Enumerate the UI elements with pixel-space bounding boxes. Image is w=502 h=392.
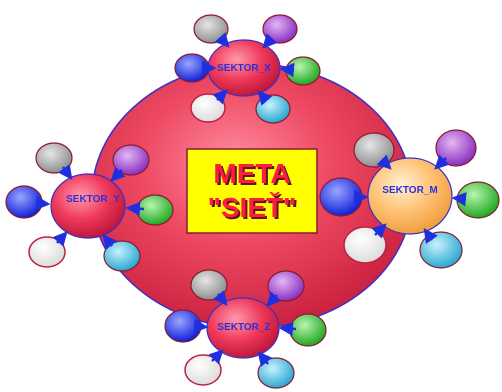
meta-network-label-box: META META "SIEŤ" "SIEŤ" [186, 148, 318, 234]
sector-x-node-green [285, 56, 321, 86]
sector-y-group: SEKTOR_Y [5, 142, 174, 272]
sector-z-link-purple [266, 291, 282, 307]
sector-z-link-white [208, 349, 224, 365]
sector-m-node-gray [353, 132, 395, 168]
sector-y-hub [50, 173, 126, 239]
sector-m-link-purple [434, 154, 450, 170]
sector-z-label: SEKTOR_Z [217, 322, 270, 333]
sector-x-link-purple [262, 33, 278, 49]
sector-y-node-gray [35, 142, 73, 174]
sector-z-node-white [184, 354, 222, 386]
sector-x-node-cyan [255, 94, 291, 124]
sector-m-link-white [371, 223, 387, 239]
label-shadow-line1: META [215, 160, 292, 191]
sector-y-link-blue [35, 195, 51, 211]
sector-m-link-cyan [423, 228, 438, 244]
sector-z-group: SEKTOR_Z [164, 269, 327, 389]
sector-x-group: SEKTOR_X [174, 14, 321, 124]
sector-m-link-green [451, 192, 467, 207]
sector-x-link-gray [214, 32, 230, 48]
sector-y-link-gray [58, 164, 73, 180]
sector-m-node-cyan [419, 231, 463, 269]
sector-y-node-purple [112, 144, 150, 176]
sector-z-link-cyan [257, 351, 273, 367]
sector-x-node-purple [262, 14, 298, 44]
label-line2: "SIEŤ" [208, 192, 297, 223]
sector-y-link-cyan [102, 234, 118, 250]
sector-m-label: SEKTOR_M [382, 185, 437, 196]
sector-x-label: SEKTOR_X [217, 63, 271, 74]
label-line1: META [213, 158, 290, 189]
sector-m-hub [367, 157, 453, 235]
sector-m-group: SEKTOR_M [319, 129, 500, 269]
sector-y-node-cyan [103, 240, 141, 272]
sector-z-link-green [278, 321, 297, 336]
sector-z-node-gray [190, 269, 228, 301]
sector-y-label: SEKTOR_Y [66, 194, 120, 205]
sector-m-node-white [343, 226, 387, 264]
label-box-background [186, 148, 318, 234]
sector-m-link-gray [376, 154, 392, 170]
sector-x-link-green [279, 62, 295, 78]
sector-z-link-gray [212, 290, 228, 306]
sector-z-node-cyan [257, 357, 295, 389]
sector-z-link-blue [193, 318, 209, 334]
sector-y-link-white [52, 231, 68, 247]
sector-z-node-purple [267, 270, 305, 302]
label-shadow-line2: "SIEŤ" [210, 194, 299, 225]
sector-y-link-purple [110, 166, 126, 182]
sector-x-link-cyan [257, 90, 273, 106]
sector-y-link-green [125, 201, 145, 216]
sector-x-link-white [212, 89, 228, 105]
